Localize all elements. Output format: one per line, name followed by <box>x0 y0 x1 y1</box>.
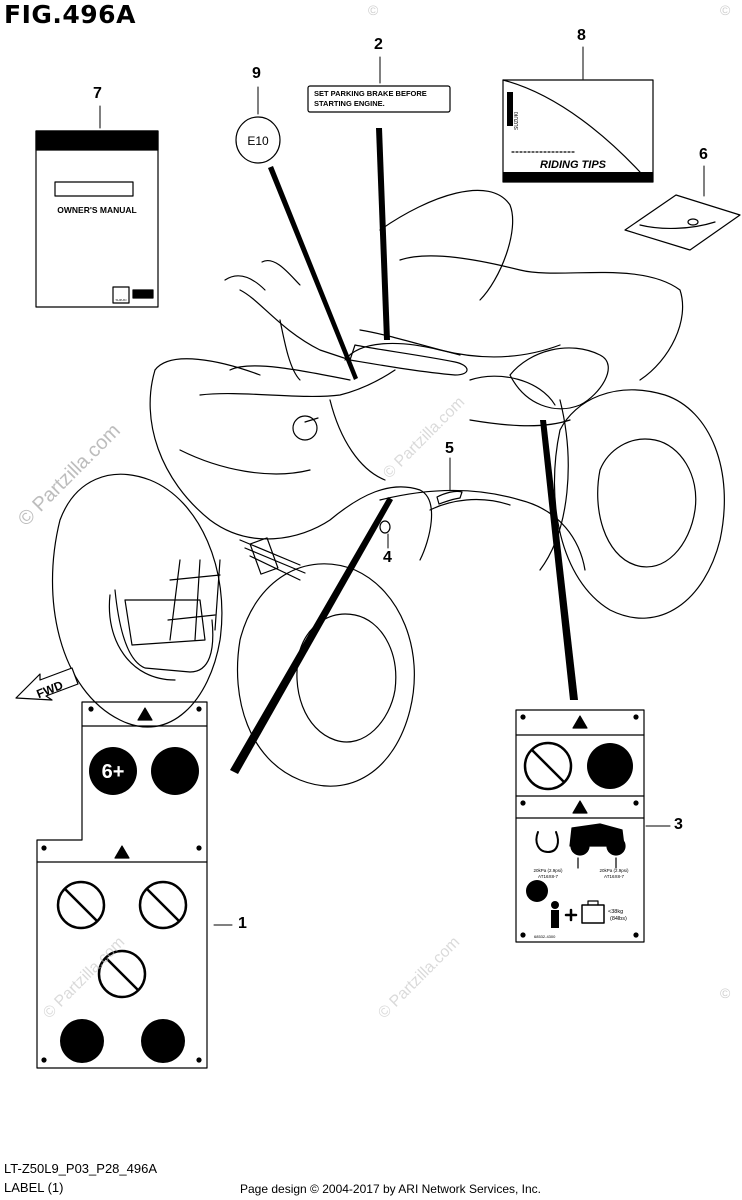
riding-tips-booklet <box>502 79 654 183</box>
label-part-number: 68532-4300 <box>534 934 556 939</box>
figure-title: FIG.496A <box>4 0 136 29</box>
thin-leaders <box>99 46 705 926</box>
age-6-plus-text: 6+ <box>102 761 125 783</box>
owners-manual-text: OWNER'S MANUAL <box>57 205 136 215</box>
tire-rear-size: AT16X8-7 <box>604 874 624 879</box>
riding-tips-text: RIDING TIPS <box>540 159 607 171</box>
tire-front-pressure: 20kPa (2.9psi) <box>533 868 563 873</box>
parking-brake-label <box>307 85 451 113</box>
atv-drawing <box>51 189 725 787</box>
load-kg: <38kg <box>608 909 623 915</box>
callout-7: 7 <box>93 85 102 102</box>
rear-warning-label <box>515 709 645 943</box>
callout-8: 8 <box>577 27 586 44</box>
owners-manual-brand: SUZUKI <box>115 298 126 302</box>
watermark-mark-top-right: © <box>720 2 731 18</box>
group-label: LABEL (1) <box>4 1180 64 1195</box>
e10-text: E10 <box>247 134 269 148</box>
watermark-mark-top: © <box>368 2 379 18</box>
owners-manual-booklet <box>35 130 159 308</box>
fwd-arrow <box>15 667 79 701</box>
page-copyright: Page design © 2004-2017 by ARI Network S… <box>240 1182 542 1196</box>
watermark-mark-right: © <box>720 985 731 1001</box>
front-warning-label <box>36 701 208 1069</box>
leader-lines <box>230 128 578 774</box>
callout-5: 5 <box>445 440 454 457</box>
model-code: LT-Z50L9_P03_P28_496A <box>4 1161 157 1176</box>
e10-fuel-label <box>235 116 281 164</box>
load-lbs: (84lbs) <box>610 916 627 922</box>
callout-1: 1 <box>238 915 247 932</box>
parking-brake-text-1: SET PARKING BRAKE BEFORE <box>314 89 427 98</box>
callout-3: 3 <box>674 816 683 833</box>
tire-front-size: AT16X8-7 <box>538 874 558 879</box>
folded-tag <box>624 194 741 251</box>
riding-tips-brand: SUZUKI <box>514 112 520 130</box>
callout-9: 9 <box>252 65 261 82</box>
callout-6: 6 <box>699 146 708 163</box>
tire-rear-pressure: 20kPa (2.9psi) <box>599 868 629 873</box>
callout-4: 4 <box>383 549 392 566</box>
parking-brake-text-2: STARTING ENGINE. <box>314 99 385 108</box>
callout-2: 2 <box>374 36 383 53</box>
